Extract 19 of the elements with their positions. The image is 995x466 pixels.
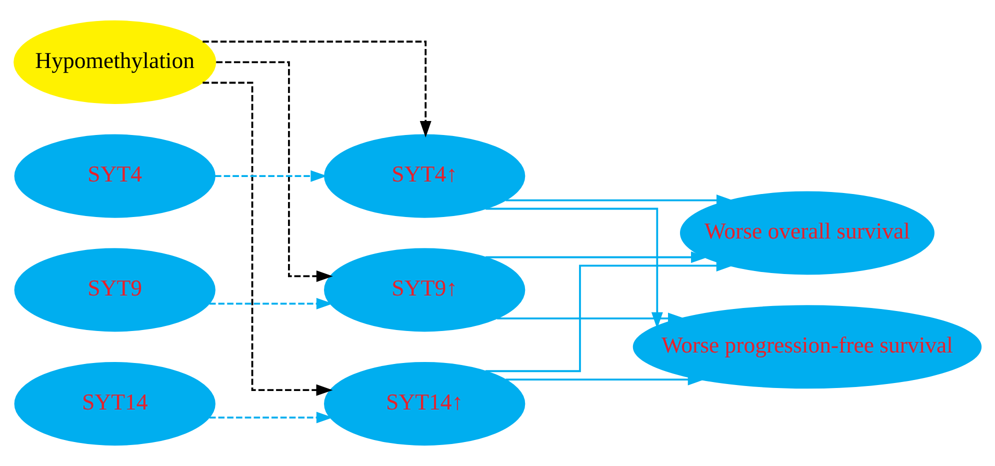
arrow	[202, 82, 333, 396]
arrow	[209, 298, 333, 310]
node-ellipse: SYT14↑	[324, 362, 526, 446]
arrow	[216, 61, 333, 282]
node-ellipse: SYT9	[14, 248, 216, 332]
arrow	[506, 194, 733, 206]
node-ellipse: Worse overall survival	[680, 191, 934, 275]
arrow	[202, 40, 432, 138]
node-ellipse: SYT14	[14, 362, 216, 446]
arrow	[215, 170, 328, 182]
arrow	[486, 260, 733, 372]
node-ellipse: Worse progression-free survival	[632, 305, 982, 389]
arrow	[209, 412, 333, 424]
arrow	[486, 251, 708, 264]
node-ellipse: SYT9↑	[324, 248, 526, 332]
node-ellipse: Hypomethylation	[14, 20, 216, 104]
node-ellipse: SYT4	[14, 134, 216, 218]
node-ellipse: SYT4↑	[324, 134, 526, 218]
arrow	[497, 312, 684, 324]
